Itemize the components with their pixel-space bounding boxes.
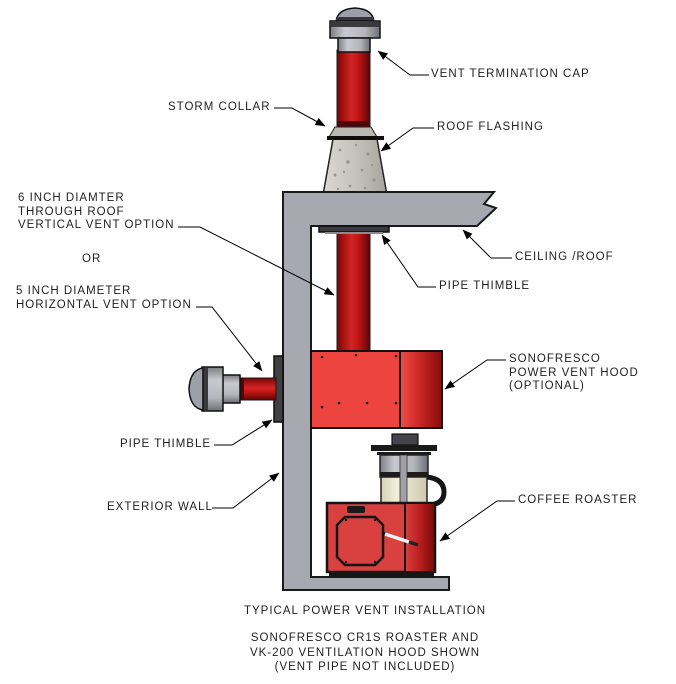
roaster-chamber: [371, 433, 447, 508]
horizontal-pipe-band: [239, 378, 244, 400]
leader-vertical-vent-option: [178, 226, 335, 296]
roaster-door: [335, 515, 385, 567]
label-horizontal-vent-option: 5 INCH DIAMETER HORIZONTAL VENT OPTION: [16, 285, 192, 311]
trier-rod: [384, 532, 410, 544]
chamber-flange: [371, 445, 437, 451]
chamber-handle: [426, 474, 447, 508]
horizontal-pipe: [238, 377, 277, 401]
leader-pipe-thimble-lower: [214, 419, 273, 446]
leader-roof-flashing: [380, 127, 434, 152]
label-pipe-thimble-upper: PIPE THIMBLE: [439, 280, 531, 292]
caption-subtitle: SONOFRESCO CR1S ROASTER AND VK-200 VENTI…: [249, 632, 481, 674]
power-vent-hood-part: [310, 350, 443, 429]
roof-flashing-cone: [322, 138, 388, 196]
roaster-side: [405, 504, 434, 571]
hood-right-end: [400, 352, 441, 427]
hood-screws: [320, 353, 398, 409]
label-or: OR: [82, 253, 102, 265]
leader-horizontal-vent-option: [196, 306, 263, 372]
cap-neck: [337, 37, 371, 53]
vent-pipe-below-ceiling: [336, 229, 371, 354]
leader-power-vent-hood: [444, 359, 506, 390]
label-ceiling-roof: CEILING /ROOF: [515, 251, 614, 263]
roaster-door-screws: [344, 518, 377, 564]
storm-collar-part: [327, 126, 384, 140]
horizontal-vent-part: [188, 355, 284, 423]
pipe-thimble-upper-part: [318, 225, 390, 234]
leader-storm-collar: [274, 107, 326, 127]
label-vertical-vent-option: 6 INCH DIAMTER THROUGH ROOF VERTICAL VEN…: [18, 192, 175, 231]
pipe-dark-band: [337, 121, 370, 128]
caption-title: TYPICAL POWER VENT INSTALLATION: [243, 605, 487, 617]
label-exterior-wall: EXTERIOR WALL: [107, 501, 213, 513]
leader-coffee-roaster: [439, 500, 515, 542]
leader-vent-termination-cap: [377, 50, 429, 76]
horizontal-cap-band: [203, 368, 208, 410]
roaster-base: [329, 571, 434, 578]
label-power-vent-hood: SONOFRESCO POWER VENT HOOD (OPTIONAL): [509, 353, 639, 392]
cap-body-band: [331, 22, 379, 27]
leader-lines: [178, 50, 515, 542]
coffee-roaster-part: [325, 501, 437, 578]
vent-termination-cap-part: [329, 7, 381, 53]
leader-exterior-wall: [212, 472, 280, 509]
leader-ceiling-roof: [462, 229, 512, 259]
ceiling-wall-floor-structure: [282, 191, 498, 591]
trier-tip: [408, 540, 419, 547]
leader-pipe-thimble-upper: [381, 234, 436, 288]
roaster-door-handle: [347, 506, 365, 513]
chamber-flange-2: [377, 452, 431, 455]
vent-pipe-above-roof: [336, 49, 371, 127]
label-coffee-roaster: COFFEE ROASTER: [518, 494, 638, 506]
chamber-center-rod: [399, 454, 408, 506]
label-pipe-thimble-lower: PIPE THIMBLE: [120, 438, 212, 450]
chamber-top-box: [391, 433, 419, 446]
label-roof-flashing: ROOF FLASHING: [437, 121, 544, 133]
cap-dome-band: [336, 17, 374, 22]
cone-speckle: [333, 143, 376, 191]
label-vent-termination-cap: VENT TERMINATION CAP: [431, 68, 590, 80]
horizontal-cap-neck: [221, 374, 241, 404]
label-storm-collar: STORM COLLAR: [168, 101, 271, 113]
horizontal-cap-dome: [188, 367, 204, 411]
